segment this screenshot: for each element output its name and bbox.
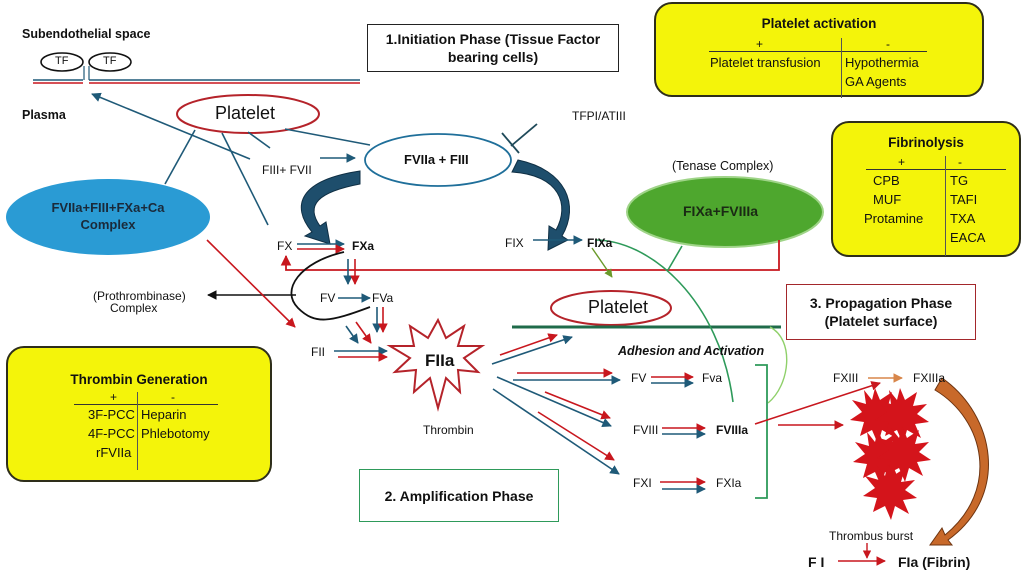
extrinsic-complex-label: FVIIa+FIII+FXa+Ca Complex [51, 200, 165, 232]
propagation-phase-box: 3. Propagation Phase (Platelet surface) [786, 284, 976, 340]
tenase-inhibit [667, 245, 683, 271]
tenase-complex-node [626, 176, 824, 248]
thrombin-star [386, 317, 486, 412]
fib-plus-item: CPB [873, 173, 900, 188]
fxa-label: FXa [352, 239, 375, 253]
tg-minus-item: Heparin [141, 407, 187, 422]
fib-minus-item: EACA [950, 230, 986, 245]
platelet-connectors [91, 92, 371, 226]
plasma-label: Plasma [22, 108, 66, 122]
fia-fibrin-label: FIa (Fibrin) [898, 554, 971, 570]
platelet-mid-label: Platelet [588, 297, 649, 317]
endothelial-membrane [33, 52, 360, 84]
fibrin-curved-arrow [929, 377, 989, 546]
fxiiia-label: FXIIIa [913, 371, 946, 385]
initiation-phase-box: 1.Initiation Phase (Tissue Factor bearin… [367, 24, 619, 72]
tenase-complex-caption: (Tenase Complex) [672, 159, 774, 173]
fib-plus-item: Protamine [864, 211, 924, 226]
extrinsic-complex-node [6, 179, 210, 255]
subendothelial-label: Subendothelial space [22, 27, 151, 41]
tf-label-right: TF [103, 55, 117, 67]
fibrinolysis-box: Fibrinolysis + - CPB MUF Protamine TG TA… [831, 121, 1021, 257]
amp-fva-label: Fva [702, 371, 723, 385]
tg-plus-item: 3F-PCC [88, 407, 135, 422]
fi-label: F I [808, 554, 825, 570]
amplification-bracket [755, 364, 768, 499]
amp-fxi-label: FXI [633, 476, 652, 490]
fv-label: FV [320, 291, 336, 305]
pa-minus-item: Hypothermia [845, 55, 919, 70]
thrombin-generation-box: Thrombin Generation + - 3F-PCC 4F-PCC rF… [6, 346, 272, 482]
light-green-curve [767, 326, 788, 404]
tg-minus-header: - [171, 390, 175, 404]
tfpi-label: TFPI/ATIII [572, 109, 626, 123]
fii-label: FII [311, 345, 325, 359]
thrombin-outgoing-arrows [491, 333, 621, 475]
amp-fviiia-label: FVIIIa [716, 423, 749, 437]
fiia-label: FIIa [425, 351, 455, 370]
fixa-label: FIXa [587, 236, 613, 250]
curved-arrow-to-fxa [300, 170, 361, 245]
tg-plus-item: 4F-PCC [88, 426, 135, 441]
fviia-fiii-node [364, 133, 512, 187]
tg-minus-item: Phlebotomy [141, 426, 210, 441]
platelet-activation-title: Platelet activation [761, 16, 877, 31]
fib-plus-item: MUF [873, 192, 902, 207]
tg-plus-item: rFVIIa [96, 445, 132, 460]
prothrombinase-curve [290, 251, 371, 321]
fib-minus-item: TG [950, 173, 969, 188]
fixa-green-curve [594, 239, 734, 403]
tg-plus-header: + [110, 390, 118, 404]
fib-minus-header: - [958, 155, 962, 169]
thrombin-label: Thrombin [423, 423, 474, 437]
platelet-top-node [176, 94, 320, 134]
fib-plus-header: + [898, 155, 906, 169]
pa-minus-item: GA Agents [845, 74, 907, 89]
fva-label: FVa [372, 291, 394, 305]
prothrombinase-sublabel: Complex [110, 301, 158, 315]
fib-minus-item: TXA [950, 211, 976, 226]
amplification-phase-box: 2. Amplification Phase [359, 469, 559, 522]
amp-fv-label: FV [631, 371, 647, 385]
adhesion-activation-label: Adhesion and Activation [618, 344, 765, 358]
thrombus-cluster [850, 388, 931, 520]
fib-minus-item: TAFI [950, 192, 978, 207]
amp-fviii-label: FVIII [633, 423, 659, 437]
pa-plus-header: + [756, 37, 764, 51]
thrombin-generation-title: Thrombin Generation [70, 372, 208, 387]
pa-minus-header: - [886, 37, 890, 51]
platelet-mid-node [550, 290, 672, 326]
fxiii-label: FXIII [833, 371, 859, 385]
platelet-top-label: Platelet [215, 103, 276, 123]
fix-label: FIX [505, 236, 524, 250]
tf-receptor-right [88, 52, 132, 72]
tenase-feedback-line [280, 240, 780, 271]
tf-receptor-left [40, 52, 84, 72]
pa-plus-item: Platelet transfusion [710, 55, 821, 70]
platelet-activation-box: Platelet activation + - Platelet transfu… [654, 2, 984, 98]
tenase-complex-label: FIXa+FVIIIa [683, 203, 759, 219]
fibrinolysis-title: Fibrinolysis [888, 135, 964, 150]
fiii-fvii-label: FIII+ FVII [262, 163, 312, 177]
prothrombinase-label: (Prothrombinase) [93, 289, 186, 303]
tf-label-left: TF [55, 55, 69, 67]
amp-fxia-label: FXIa [716, 476, 742, 490]
tfpi-inhibition-line [501, 123, 538, 154]
fx-label: FX [277, 239, 293, 253]
thrombus-burst-label: Thrombus burst [829, 529, 914, 543]
fviia-fiii-label: FVIIa + FIII [404, 152, 469, 167]
